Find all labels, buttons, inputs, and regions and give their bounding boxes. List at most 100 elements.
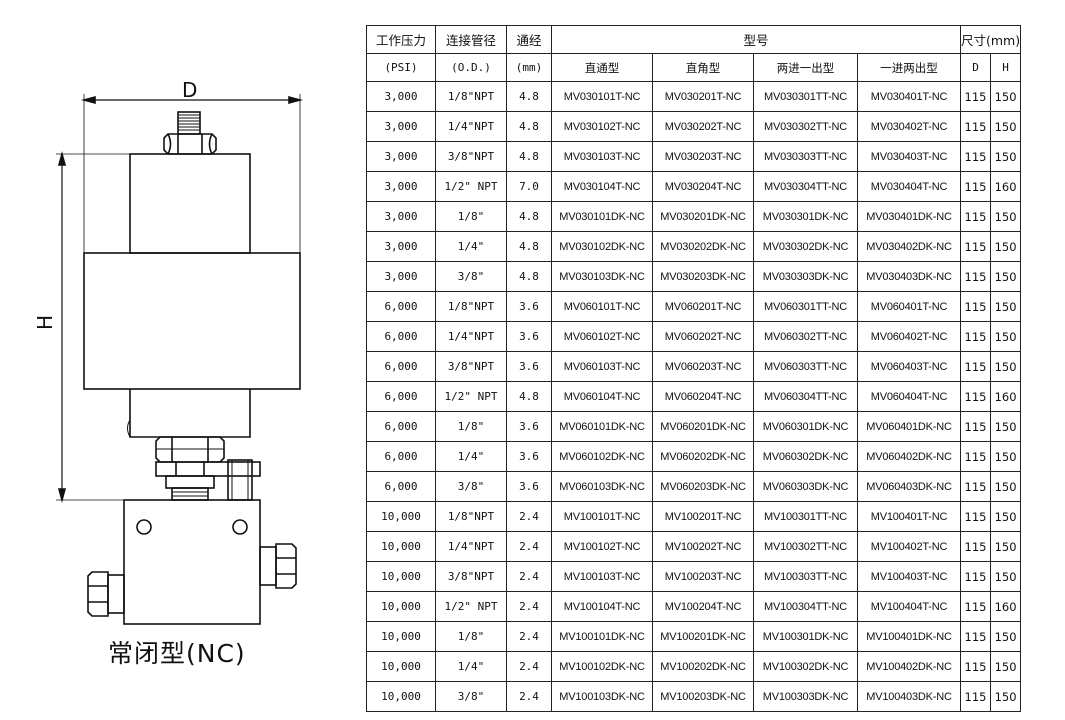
upper-cylinder bbox=[129, 153, 251, 254]
main-body bbox=[83, 252, 301, 390]
cell-one-in-two-out-model: MV060402T-NC bbox=[857, 321, 961, 352]
cell-dim-d: 115 bbox=[959, 351, 992, 382]
cell-one-in-two-out-model: MV100404T-NC bbox=[857, 591, 961, 622]
cell-two-in-one-out-model: MV030303TT-NC bbox=[753, 141, 858, 172]
cell-pressure: 6,000 bbox=[366, 291, 436, 322]
cell-angle-model: MV030204T-NC bbox=[652, 171, 754, 202]
cell-dim-h: 150 bbox=[990, 111, 1022, 142]
cell-pipe: 3/8"NPT bbox=[435, 351, 507, 382]
manifold-block bbox=[123, 499, 261, 625]
cell-bore: 4.8 bbox=[506, 201, 552, 232]
cell-one-in-two-out-model: MV060401T-NC bbox=[857, 291, 961, 322]
cell-angle-model: MV100204T-NC bbox=[652, 591, 754, 622]
cell-dim-d: 115 bbox=[959, 321, 992, 352]
cell-pressure: 10,000 bbox=[366, 621, 436, 652]
header-pressure-unit: (PSI) bbox=[366, 53, 436, 82]
cell-straight-model: MV060103T-NC bbox=[551, 351, 653, 382]
header-bore: 通经 bbox=[506, 25, 552, 54]
cell-angle-model: MV030203T-NC bbox=[652, 141, 754, 172]
cell-two-in-one-out-model: MV030302TT-NC bbox=[753, 111, 858, 142]
cell-two-in-one-out-model: MV060303DK-NC bbox=[753, 471, 858, 502]
cell-one-in-two-out-model: MV100402DK-NC bbox=[857, 651, 961, 682]
cell-bore: 3.6 bbox=[506, 351, 552, 382]
cell-straight-model: MV030103DK-NC bbox=[551, 261, 653, 292]
cell-dim-d: 115 bbox=[959, 171, 992, 202]
cell-two-in-one-out-model: MV060302TT-NC bbox=[753, 321, 858, 352]
cell-pressure: 3,000 bbox=[366, 171, 436, 202]
header-bore-unit: (mm) bbox=[506, 53, 552, 82]
header-pipe-unit: (O.D.) bbox=[435, 53, 507, 82]
cell-bore: 3.6 bbox=[506, 291, 552, 322]
cell-straight-model: MV100101DK-NC bbox=[551, 621, 653, 652]
header-pipe: 连接管径 bbox=[435, 25, 507, 54]
cell-angle-model: MV100202DK-NC bbox=[652, 651, 754, 682]
mount-hole-right bbox=[232, 519, 248, 535]
cell-dim-d: 115 bbox=[959, 201, 992, 232]
cell-pressure: 10,000 bbox=[366, 651, 436, 682]
cell-pipe: 1/8"NPT bbox=[435, 81, 507, 112]
cell-bore: 2.4 bbox=[506, 651, 552, 682]
cell-pipe: 1/4" bbox=[435, 231, 507, 262]
cell-straight-model: MV030101DK-NC bbox=[551, 201, 653, 232]
cell-angle-model: MV030202DK-NC bbox=[652, 231, 754, 262]
cell-straight-model: MV100103T-NC bbox=[551, 561, 653, 592]
cell-dim-h: 150 bbox=[990, 531, 1022, 562]
cell-bore: 2.4 bbox=[506, 531, 552, 562]
cell-pressure: 10,000 bbox=[366, 681, 436, 712]
cell-bore: 4.8 bbox=[506, 81, 552, 112]
dim-d-arrow-left bbox=[80, 95, 96, 105]
cell-pipe: 1/2" NPT bbox=[435, 591, 507, 622]
dim-h-arrow-bottom bbox=[57, 488, 67, 504]
cell-straight-model: MV030102T-NC bbox=[551, 111, 653, 142]
cell-pressure: 3,000 bbox=[366, 231, 436, 262]
cell-bore: 4.8 bbox=[506, 381, 552, 412]
cell-dim-d: 115 bbox=[959, 441, 992, 472]
cell-angle-model: MV100202T-NC bbox=[652, 531, 754, 562]
collar bbox=[155, 461, 261, 477]
cell-dim-h: 150 bbox=[990, 231, 1022, 262]
cell-dim-d: 115 bbox=[959, 231, 992, 262]
cell-bore: 3.6 bbox=[506, 471, 552, 502]
right-fitting-nut bbox=[275, 543, 297, 589]
cell-two-in-one-out-model: MV060302DK-NC bbox=[753, 441, 858, 472]
cell-bore: 3.6 bbox=[506, 441, 552, 472]
cell-pipe: 3/8"NPT bbox=[435, 561, 507, 592]
cell-bore: 4.8 bbox=[506, 261, 552, 292]
cell-dim-h: 150 bbox=[990, 621, 1022, 652]
cell-two-in-one-out-model: MV030303DK-NC bbox=[753, 261, 858, 292]
cell-dim-d: 115 bbox=[959, 591, 992, 622]
cell-one-in-two-out-model: MV030403T-NC bbox=[857, 141, 961, 172]
cell-dim-h: 150 bbox=[990, 81, 1022, 112]
cell-pipe: 1/4"NPT bbox=[435, 531, 507, 562]
cell-straight-model: MV060103DK-NC bbox=[551, 471, 653, 502]
header-d: D bbox=[959, 53, 992, 82]
header-two-in-one-out: 两进一出型 bbox=[753, 53, 858, 82]
cell-dim-h: 160 bbox=[990, 171, 1022, 202]
cell-pipe: 1/8" bbox=[435, 621, 507, 652]
cell-pressure: 10,000 bbox=[366, 591, 436, 622]
dim-h-arrow-top bbox=[57, 150, 67, 166]
cell-pipe: 1/4" bbox=[435, 651, 507, 682]
cell-bore: 2.4 bbox=[506, 591, 552, 622]
cell-one-in-two-out-model: MV030401DK-NC bbox=[857, 201, 961, 232]
cell-dim-d: 115 bbox=[959, 471, 992, 502]
cell-one-in-two-out-model: MV060404T-NC bbox=[857, 381, 961, 412]
cell-two-in-one-out-model: MV100304TT-NC bbox=[753, 591, 858, 622]
cell-pipe: 3/8" bbox=[435, 261, 507, 292]
cell-straight-model: MV100103DK-NC bbox=[551, 681, 653, 712]
header-size: 尺寸(mm) bbox=[959, 25, 1022, 54]
cell-dim-h: 150 bbox=[990, 651, 1022, 682]
cell-angle-model: MV100201DK-NC bbox=[652, 621, 754, 652]
dim-d-arrow-right bbox=[288, 95, 304, 105]
cell-straight-model: MV060102T-NC bbox=[551, 321, 653, 352]
cell-straight-model: MV100104T-NC bbox=[551, 591, 653, 622]
